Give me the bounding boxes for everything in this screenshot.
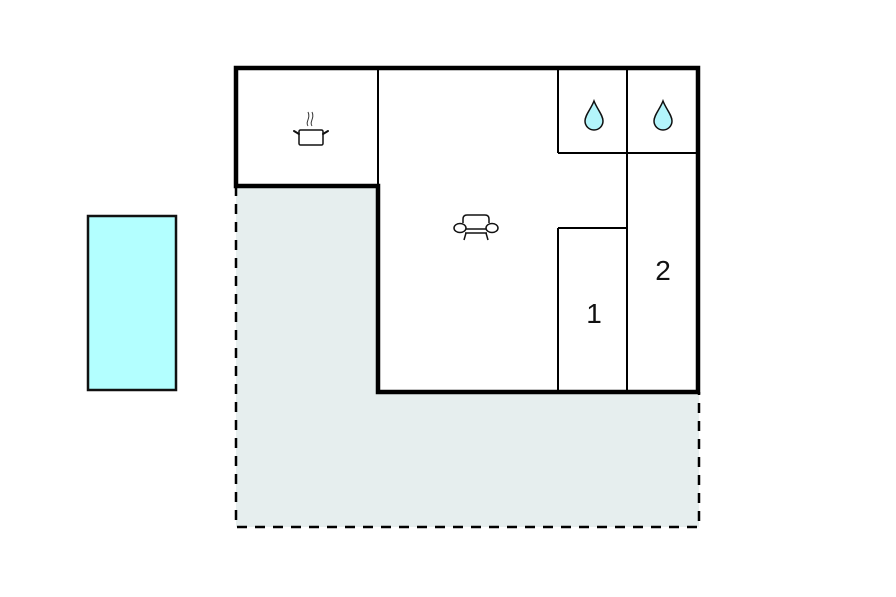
water-drop-icon — [584, 98, 604, 131]
bedroom-1-label: 1 — [586, 298, 602, 329]
pool — [86, 214, 178, 392]
sofa-icon — [453, 214, 499, 241]
house — [233, 65, 701, 395]
terrace — [234, 186, 701, 529]
cooking-pot-icon — [293, 111, 329, 146]
bedroom-2-label: 2 — [655, 255, 671, 286]
water-drop-icon — [653, 98, 673, 131]
